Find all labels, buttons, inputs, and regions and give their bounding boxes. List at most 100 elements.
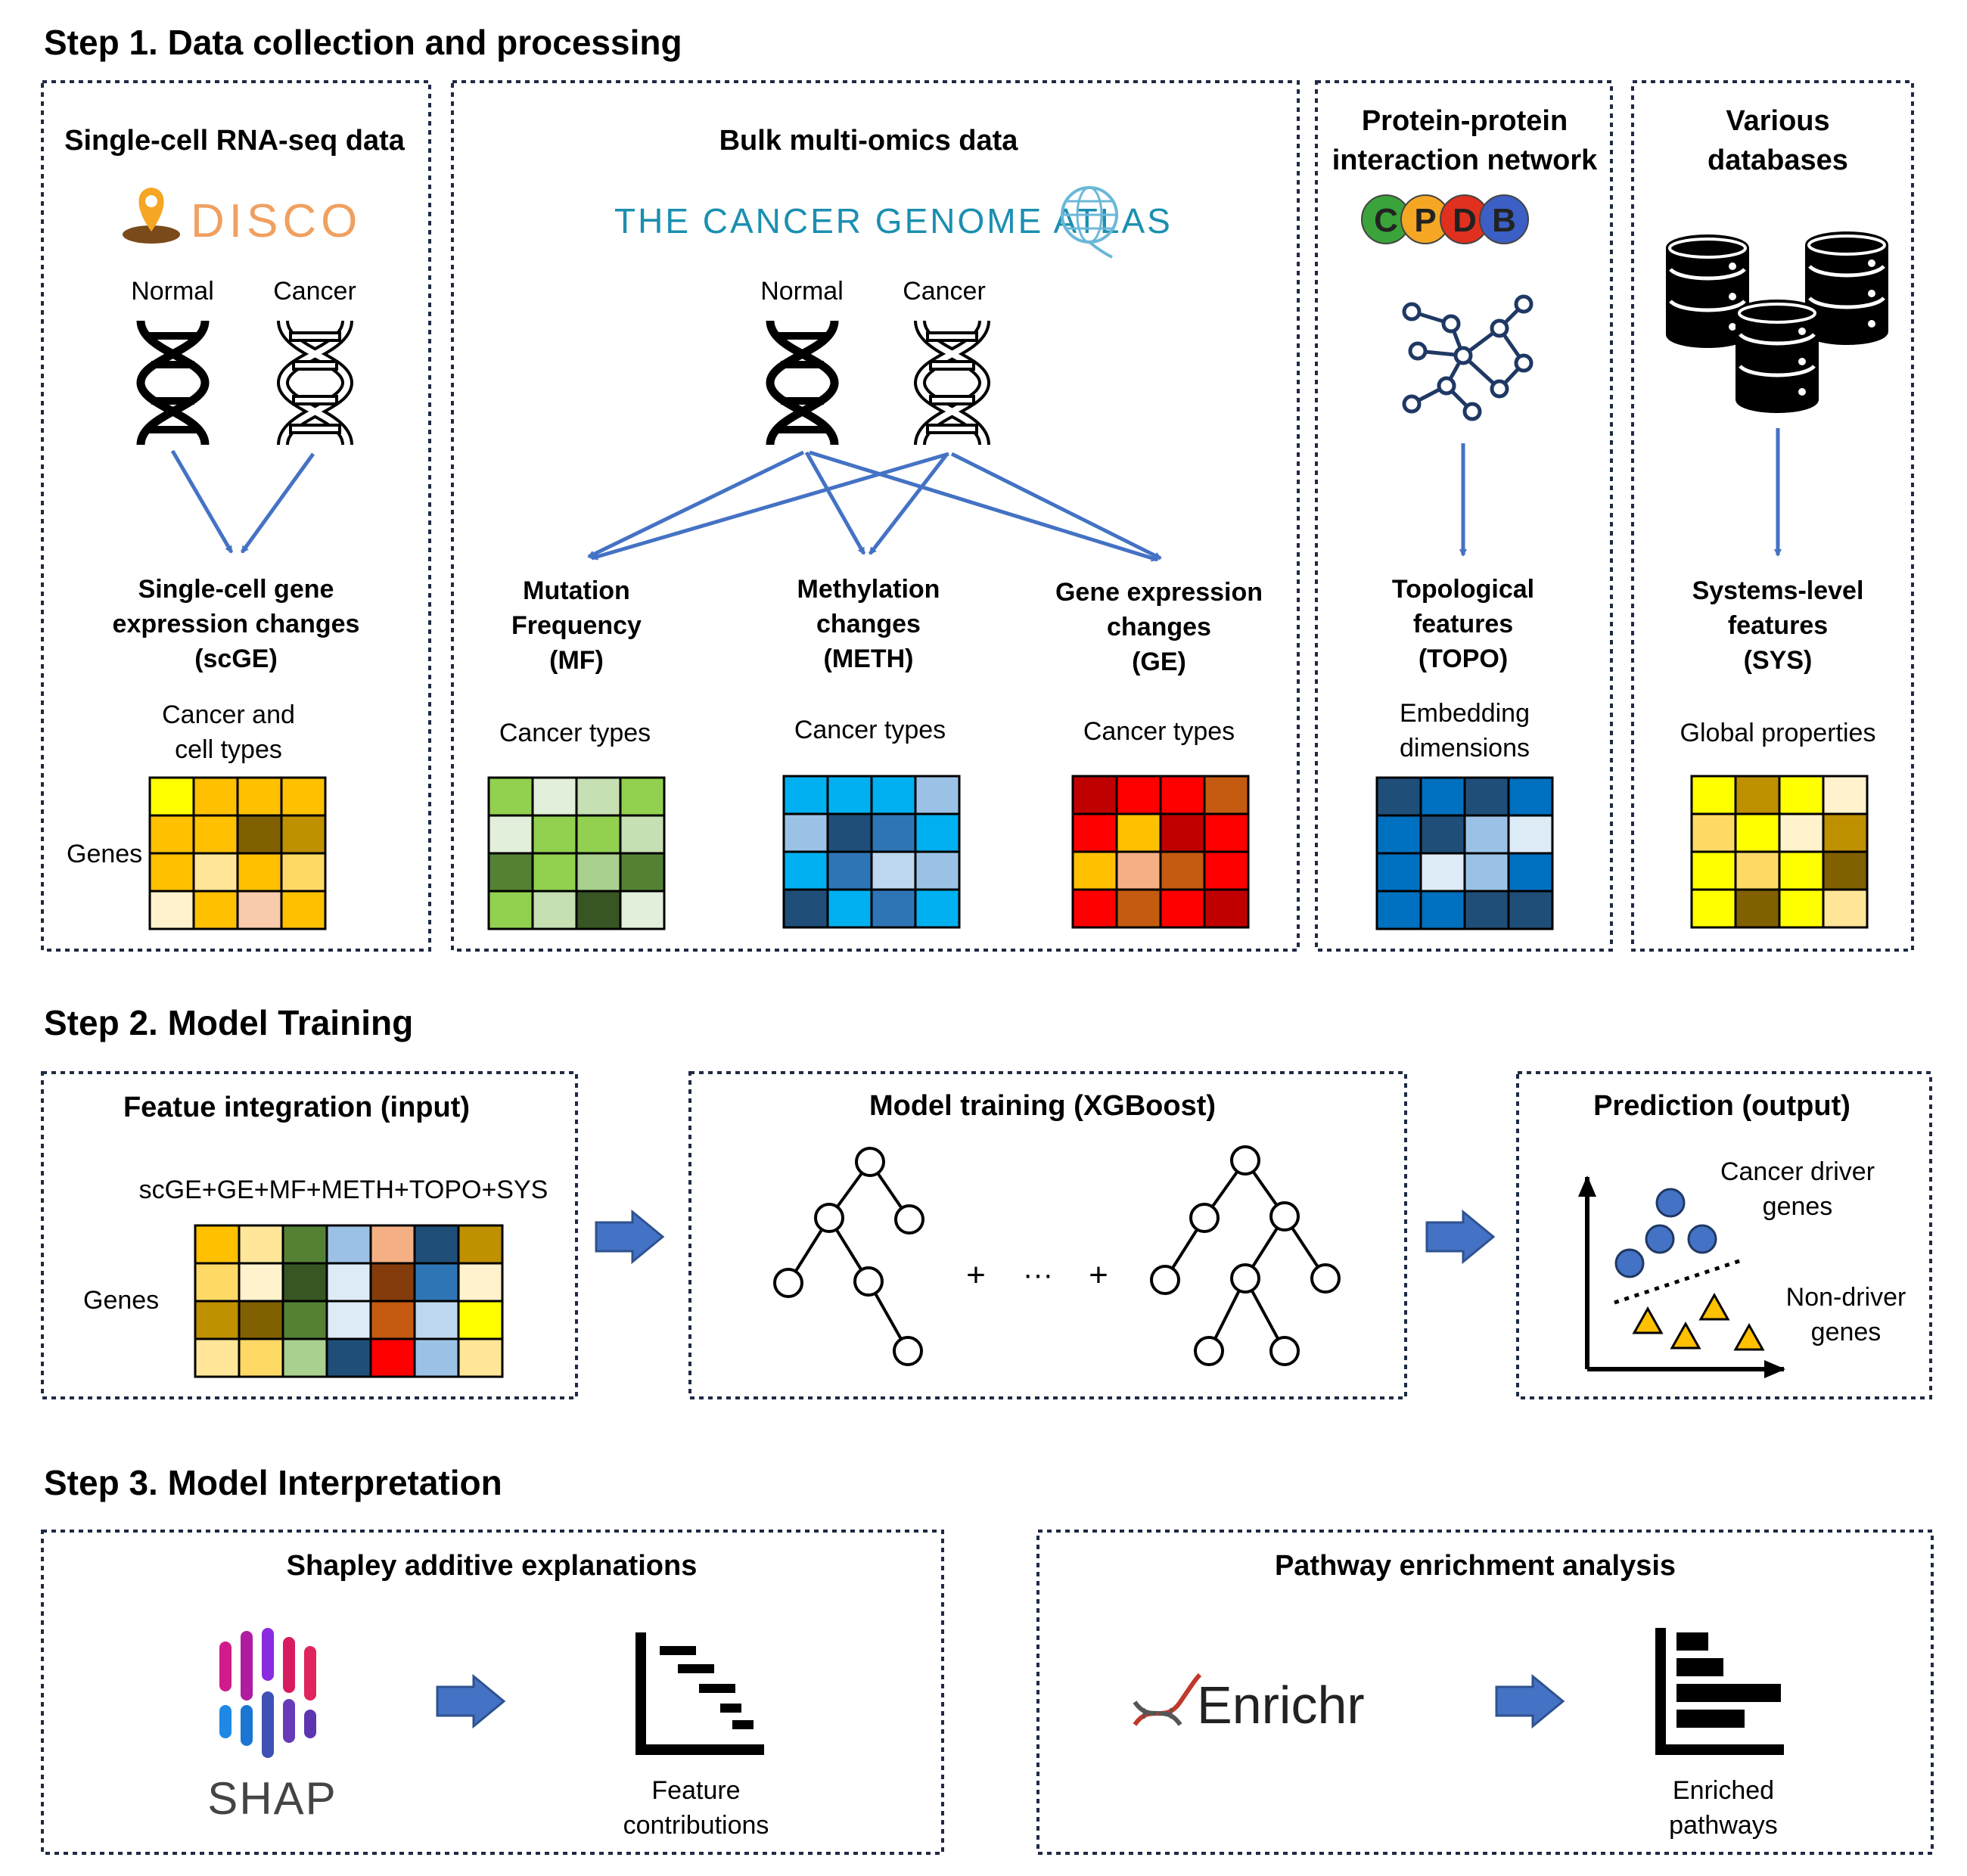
topo-heatmap-cell [1463,890,1510,930]
topo-heatmap-cell [1419,890,1466,930]
sc-cancer-label: Cancer [273,277,356,306]
shap-title: Shapley additive explanations [287,1550,698,1582]
input-formula: scGE+GE+MF+METH+TOPO+SYS [139,1176,548,1204]
input-axis-left: Genes [83,1286,159,1315]
ellipsis: ··· [1023,1258,1053,1291]
sys-line1: Systems-level [1692,576,1864,605]
meth-feature-label: Methylation changes (METH) [797,575,940,673]
meth-heatmap-cell [914,775,961,815]
sys-heatmap-cell [1778,850,1825,891]
sys-heatmap-cell [1778,888,1825,929]
ge-heatmap-cell [1203,775,1250,815]
integrated-heatmap-cell [238,1300,284,1340]
sys-heatmap-cell [1822,850,1869,891]
topo-heatmap-cell [1375,852,1422,893]
shap-logo-text: SHAP [207,1773,337,1824]
mf-heatmap [487,776,666,930]
topo-heatmap-cell [1507,776,1554,817]
meth-line3: (METH) [824,644,914,673]
driver-label-line1: Cancer driver [1720,1157,1875,1186]
sys-heatmap-cell [1734,775,1781,815]
dna-cancer-icon [283,321,347,445]
integrated-heatmap-cell [325,1262,372,1303]
nondriver-points [1632,1292,1765,1351]
step3-title: Step 3. Model Interpretation [44,1463,502,1502]
arrow-model-to-output-icon [1425,1210,1495,1263]
enrich-caption-line1: Enriched [1673,1776,1774,1805]
arrow-enrichment-icon [1495,1675,1565,1728]
sc-heatmap-cell [236,814,283,855]
ppi-title-line2: interaction network [1332,144,1598,176]
integrated-heatmap-cell [457,1337,504,1378]
cpdb-letter-d: D [1453,202,1477,239]
integrated-heatmap-cell [194,1262,241,1303]
sys-heatmap-cell [1822,888,1869,929]
sc-axis-top-line1: Cancer and [162,700,295,729]
meth-heatmap-cell [782,812,829,853]
integrated-heatmap-cell [369,1337,416,1378]
mf-feature-label: Mutation Frequency (MF) [511,576,642,675]
mf-line2: Frequency [511,611,642,640]
sc-heatmap-cell [192,852,239,893]
integrated-heatmap-cell [281,1337,328,1378]
sc-arrow-cancer [240,452,315,554]
mf-heatmap-cell [575,890,622,930]
integrated-heatmap-cell [281,1262,328,1303]
dna-normal-bulk-icon [770,321,834,445]
mf-heatmap-cell [575,852,622,893]
sc-heatmap-cell [280,852,327,893]
ge-heatmap-cell [1115,812,1162,853]
integrated-heatmap-cell [238,1262,284,1303]
sc-heatmap-cell [236,852,283,893]
enrichr-logo-text: Enrichr [1197,1676,1365,1735]
integrated-heatmap [194,1224,504,1378]
mf-heatmap-cell [619,852,666,893]
cpdb-letter-b: B [1492,202,1516,239]
meth-heatmap-cell [870,812,917,853]
ge-heatmap-cell [1115,888,1162,929]
meth-heatmap-cell [870,888,917,929]
meth-heatmap-cell [826,775,873,815]
tree-1-icon [773,1147,924,1366]
sys-heatmap-cell [1734,850,1781,891]
plus-sign-1: + [966,1256,986,1294]
ge-heatmap [1071,775,1250,929]
bulk-normal-label: Normal [760,277,844,306]
topo-axis-top-line1: Embedding [1400,699,1530,728]
sc-feature-line2: expression changes [113,610,360,638]
sc-heatmap [148,776,327,930]
meth-heatmap-cell [870,850,917,891]
integrated-heatmap-cell [369,1224,416,1265]
ge-heatmap-cell [1115,850,1162,891]
topo-heatmap-cell [1419,852,1466,893]
feature-contribution-chart-icon [635,1632,764,1755]
topo-heatmap-cell [1507,852,1554,893]
nondriver-point [1670,1321,1701,1350]
meth-heatmap-cell [914,888,961,929]
integrated-heatmap-cell [369,1300,416,1340]
sys-heatmap-cell [1822,775,1869,815]
nondriver-point [1698,1292,1730,1321]
driver-point [1655,1188,1686,1218]
ge-line2: changes [1107,613,1211,641]
meth-axis-top: Cancer types [794,716,946,744]
bulk-arrows [587,450,1162,562]
sys-heatmap-cell [1690,775,1737,815]
meth-line2: changes [816,610,921,638]
mf-line3: (MF) [549,646,604,675]
tcga-logo-text: THE CANCER GENOME ATLAS [614,201,1173,241]
sys-heatmap-cell [1690,888,1737,929]
panel-enrichment [1036,1530,1934,1855]
disco-logo-text: DISCO [191,195,362,247]
sys-heatmap-cell [1778,775,1825,815]
mf-heatmap-cell [531,814,578,855]
ge-heatmap-cell [1159,812,1206,853]
enrich-caption-line2: pathways [1669,1811,1778,1840]
mf-heatmap-cell [619,814,666,855]
sc-feature-label: Single-cell gene expression changes (scG… [113,575,360,673]
driver-point [1614,1248,1645,1278]
topo-heatmap-cell [1463,852,1510,893]
sc-feature-line1: Single-cell gene [138,575,334,604]
ge-axis-top: Cancer types [1083,717,1235,746]
ppi-title-line1: Protein-protein [1362,105,1568,137]
